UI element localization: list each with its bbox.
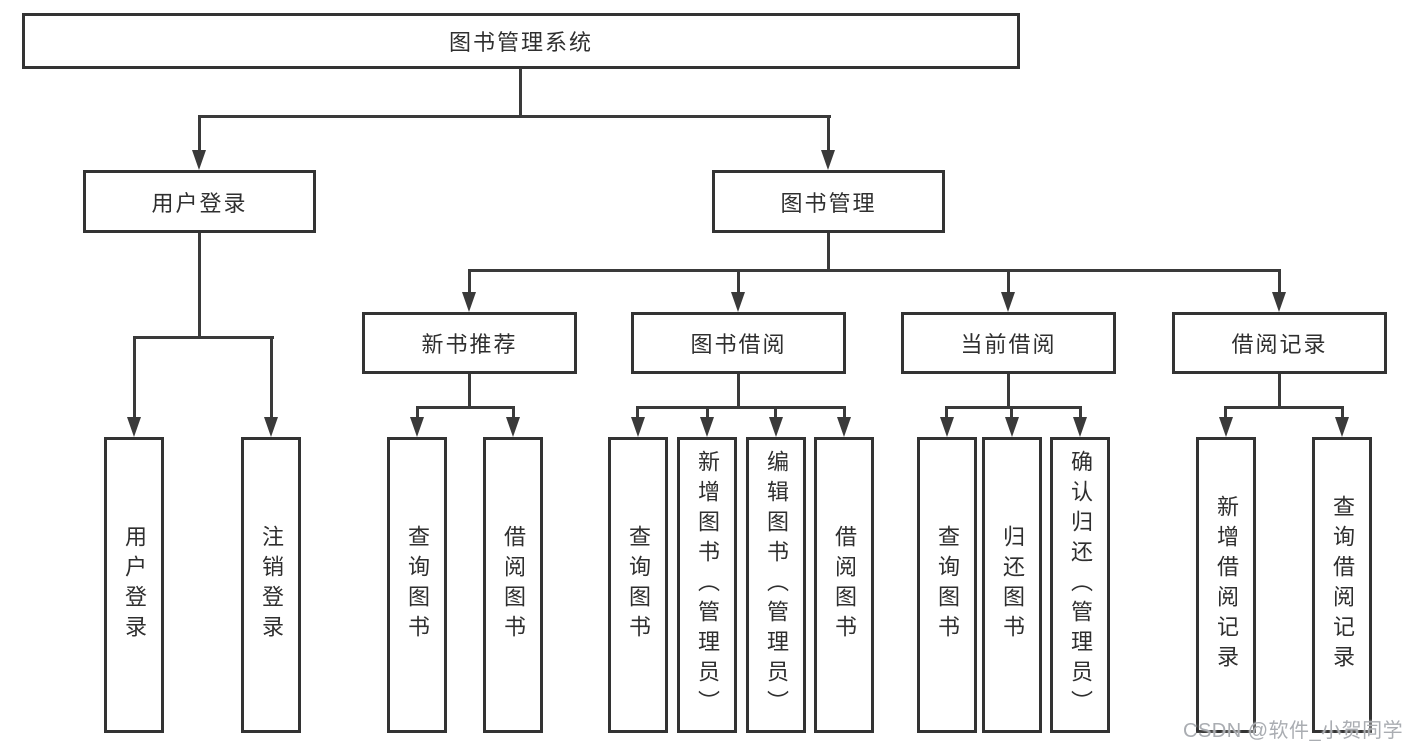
node-leaf-query-borrow-record: 查询借阅记录 — [1312, 437, 1372, 733]
connector-drop — [1341, 406, 1344, 418]
connector-borrow-records-rail — [1224, 406, 1344, 409]
node-label: 归还图书 — [1000, 525, 1025, 645]
node-new-book-recommend: 新书推荐 — [362, 312, 577, 374]
node-borrow-records: 借阅记录 — [1172, 312, 1387, 374]
connector-current-borrow-trunk — [1007, 374, 1010, 409]
connector-drop — [843, 406, 846, 418]
node-leaf-logout: 注销登录 — [241, 437, 301, 733]
node-leaf-user-login: 用户登录 — [104, 437, 164, 733]
connector-drop — [1010, 406, 1013, 418]
connector-drop-borrow-records — [1278, 269, 1281, 294]
connector-drop-leaf-logout — [270, 336, 273, 418]
arrowhead-icon — [769, 417, 783, 437]
connector-drop — [512, 406, 515, 418]
node-label: 新增图书（管理员） — [695, 450, 720, 720]
arrowhead-icon — [506, 417, 520, 437]
node-label: 图书管理系统 — [448, 30, 593, 55]
node-label: 查询图书 — [626, 525, 651, 645]
arrowhead-icon — [1219, 417, 1233, 437]
node-leaf-return-book: 归还图书 — [982, 437, 1042, 733]
node-leaf-add-book-admin: 新增图书（管理员） — [677, 437, 737, 733]
connector-level3-rail — [468, 269, 1281, 272]
node-label: 借阅图书 — [832, 525, 857, 645]
connector-book-borrow-rail — [636, 406, 846, 409]
connector-drop-leaf-user-login — [133, 336, 136, 418]
connector-book-borrow-trunk — [737, 374, 740, 409]
arrowhead-icon — [837, 417, 851, 437]
node-book-management: 图书管理 — [712, 170, 945, 233]
arrowhead-icon — [410, 417, 424, 437]
node-leaf-query-books-current: 查询图书 — [917, 437, 977, 733]
connector-borrow-records-trunk — [1278, 374, 1281, 409]
node-leaf-edit-book-admin: 编辑图书（管理员） — [746, 437, 806, 733]
node-label: 新书推荐 — [421, 332, 518, 357]
connector-user-login-rail — [133, 336, 274, 339]
node-leaf-query-books-borrow: 查询图书 — [608, 437, 668, 733]
arrowhead-icon — [1272, 292, 1286, 312]
connector-book-management-trunk — [827, 233, 830, 272]
arrowhead-icon — [1073, 417, 1087, 437]
connector-drop — [416, 406, 419, 418]
arrowhead-icon — [940, 417, 954, 437]
arrowhead-icon — [821, 150, 835, 170]
arrowhead-icon — [700, 417, 714, 437]
connector-new-book-trunk — [468, 374, 471, 409]
node-label: 借阅图书 — [501, 525, 526, 645]
node-label: 当前借阅 — [960, 332, 1057, 357]
arrowhead-icon — [1335, 417, 1349, 437]
connector-root-trunk — [519, 68, 522, 118]
connector-drop — [774, 406, 777, 418]
node-label: 编辑图书（管理员） — [764, 450, 789, 720]
arrowhead-icon — [1001, 292, 1015, 312]
connector-drop — [945, 406, 948, 418]
node-root-library-system: 图书管理系统 — [22, 13, 1020, 69]
connector-drop — [636, 406, 639, 418]
node-label: 新增借阅记录 — [1214, 495, 1239, 675]
arrowhead-icon — [731, 292, 745, 312]
node-leaf-add-borrow-record: 新增借阅记录 — [1196, 437, 1256, 733]
node-leaf-borrow-books: 借阅图书 — [814, 437, 874, 733]
connector-current-borrow-rail — [945, 406, 1082, 409]
node-label: 借阅记录 — [1231, 332, 1328, 357]
node-label: 用户登录 — [151, 190, 248, 216]
arrowhead-icon — [631, 417, 645, 437]
connector-drop-new-book — [468, 269, 471, 294]
connector-drop — [1224, 406, 1227, 418]
node-leaf-confirm-return-admin: 确认归还（管理员） — [1050, 437, 1110, 733]
node-user-login: 用户登录 — [83, 170, 316, 233]
connector-drop-book-management — [827, 115, 830, 152]
connector-drop-current-borrow — [1007, 269, 1010, 294]
connector-drop-user-login — [198, 115, 201, 152]
node-label: 查询图书 — [405, 525, 430, 645]
connector-drop — [1079, 406, 1082, 418]
connector-drop-book-borrow — [737, 269, 740, 294]
node-label: 图书借阅 — [690, 332, 787, 357]
node-label: 查询借阅记录 — [1330, 495, 1355, 675]
arrowhead-icon — [264, 417, 278, 437]
arrowhead-icon — [192, 150, 206, 170]
node-current-borrow: 当前借阅 — [901, 312, 1116, 374]
node-label: 查询图书 — [935, 525, 960, 645]
connector-new-book-rail — [416, 406, 515, 409]
connector-drop — [706, 406, 709, 418]
node-book-borrow: 图书借阅 — [631, 312, 846, 374]
arrowhead-icon — [1005, 417, 1019, 437]
node-label: 图书管理 — [780, 190, 877, 216]
node-label: 注销登录 — [259, 525, 284, 645]
node-leaf-borrow-books-recommend: 借阅图书 — [483, 437, 543, 733]
connector-user-login-trunk — [198, 233, 201, 339]
arrowhead-icon — [127, 417, 141, 437]
node-label: 用户登录 — [122, 525, 147, 645]
node-leaf-query-books-recommend: 查询图书 — [387, 437, 447, 733]
arrowhead-icon — [462, 292, 476, 312]
connector-level2-rail — [198, 115, 831, 118]
node-label: 确认归还（管理员） — [1068, 450, 1093, 720]
csdn-watermark: CSDN @软件_小贺同学 — [1183, 720, 1404, 742]
